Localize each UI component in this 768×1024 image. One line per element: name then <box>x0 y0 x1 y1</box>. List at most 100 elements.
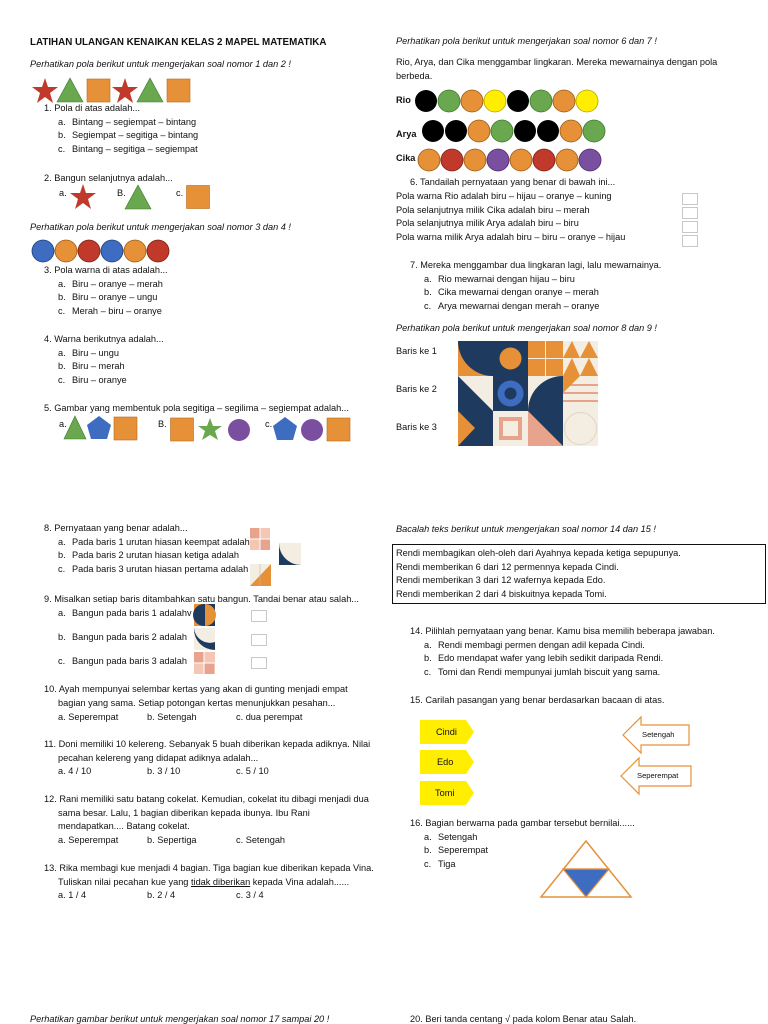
option-a[interactable]: a.Setengah <box>424 831 478 842</box>
option-a[interactable]: a.Pada baris 1 urutan hiasan keempat ada… <box>58 536 250 547</box>
option-a[interactable]: a.Biru – oranye – merah <box>58 278 163 289</box>
checkbox[interactable] <box>251 634 267 646</box>
option-a[interactable]: a.Bangun pada baris 1 adalahv <box>58 608 192 618</box>
name-arrow-tomi[interactable] <box>420 781 474 805</box>
option-b[interactable]: b.Bangun pada baris 2 adalah <box>58 632 187 642</box>
statement-3: Pola selanjutnya milik Arya adalah biru … <box>396 218 579 229</box>
option-a[interactable]: a.Rendi membagi permen dengan adil kepad… <box>424 639 645 650</box>
label-baris-3: Baris ke 3 <box>396 422 437 432</box>
page-title: LATIHAN ULANGAN KENAIKAN KELAS 2 MAPEL M… <box>30 37 327 48</box>
star-icon[interactable] <box>70 184 96 209</box>
option-c[interactable]: c. 5 / 10 <box>236 766 269 776</box>
option-b[interactable]: b.Edo mendapat wafer yang lebih sedikit … <box>424 653 664 664</box>
option-b[interactable]: b.Pada baris 2 urutan hiasan ketiga adal… <box>58 550 240 561</box>
option-c[interactable]: c. Setengah <box>236 835 286 845</box>
option-c[interactable]: c.Bintang – segitiga – segiempat <box>58 143 198 154</box>
question-14: 14. Pilihlah pernyataan yang benar. Kamu… <box>410 625 715 679</box>
fraction-arrow-setengah[interactable] <box>622 715 691 755</box>
option-b[interactable]: b. 2 / 4 <box>147 890 176 900</box>
option-a[interactable]: a. Seperempat <box>58 835 119 845</box>
option-c-label[interactable]: c. <box>176 188 184 198</box>
option-c[interactable]: c. 3 / 4 <box>236 890 264 900</box>
fraction-seperempat: Seperempat <box>637 771 679 780</box>
option-c[interactable]: c.Pada baris 3 urutan hiasan pertama ada… <box>58 563 249 574</box>
triangle-shape <box>63 415 87 440</box>
option-b[interactable]: b. 3 / 10 <box>147 766 181 776</box>
checkbox[interactable] <box>682 221 698 233</box>
option-a[interactable]: a. 1 / 4 <box>58 890 87 900</box>
option-c[interactable]: c. dua perempat <box>236 712 303 722</box>
square-shape <box>166 78 191 103</box>
checkbox[interactable] <box>682 235 698 247</box>
option-b[interactable]: b. Sepertiga <box>147 835 197 845</box>
option-b-label[interactable]: B. <box>117 188 126 198</box>
tile-icon <box>279 543 301 565</box>
question-9: 9. Misalkan setiap baris ditambahkan sat… <box>44 594 359 604</box>
question-2: 2. Bangun selanjutnya adalah... <box>44 173 173 183</box>
option-b-label[interactable]: B. <box>158 419 167 429</box>
question-6: 6. Tandailah pernyataan yang benar di ba… <box>410 177 616 187</box>
option-c[interactable]: c.Biru – oranye <box>58 374 127 385</box>
question-5: 5. Gambar yang membentuk pola segitiga –… <box>44 403 349 413</box>
name-arrow-edo[interactable] <box>420 750 474 774</box>
triangle-shape <box>136 77 164 103</box>
checkbox[interactable] <box>682 207 698 219</box>
option-b[interactable]: b.Segiempat – segitiga – bintang <box>58 130 199 141</box>
option-b[interactable]: b.Cika mewarnai dengan oranye – merah <box>424 287 599 298</box>
statement-2: Pola selanjutnya milik Cika adalah biru … <box>396 204 590 215</box>
option-a[interactable]: a.Bintang – segiempat – bintang <box>58 116 197 127</box>
checkbox[interactable] <box>251 657 267 669</box>
option-c[interactable]: c.Tiga <box>424 858 456 869</box>
question-11: 11. Doni memiliki 10 kelereng. Sebanyak … <box>44 739 371 763</box>
triangle-shape <box>56 77 84 103</box>
instruction-1-2: Perhatikan pola berikut untuk mengerjaka… <box>30 59 291 69</box>
star-shape <box>198 418 222 440</box>
triangle-icon[interactable] <box>124 184 152 210</box>
pattern-circles-2 <box>31 239 170 263</box>
tile-icon <box>193 628 215 650</box>
fraction-arrow-seperempat[interactable] <box>620 756 693 796</box>
circles-cika <box>417 148 602 172</box>
square-shape <box>170 417 194 442</box>
instruction-14-15: Bacalah teks berikut untuk mengerjakan s… <box>396 524 656 534</box>
circles-arya <box>422 119 606 143</box>
option-b-shapes[interactable] <box>170 417 252 442</box>
question-12: 12. Rani memiliki satu batang cokelat. K… <box>44 794 369 832</box>
option-c[interactable]: c.Bangun pada baris 3 adalah <box>58 656 187 666</box>
square-shape <box>113 416 138 441</box>
option-c-shapes[interactable] <box>273 417 353 442</box>
tile-icon <box>250 564 271 586</box>
option-c[interactable]: c.Merah – biru – oranye <box>58 305 162 316</box>
option-b[interactable]: b. Setengah <box>147 712 197 722</box>
option-a[interactable]: a.Biru – ungu <box>58 347 119 358</box>
pentagon-shape <box>273 417 297 440</box>
option-a-label[interactable]: a. <box>59 188 67 198</box>
option-a-label[interactable]: a. <box>59 419 67 429</box>
square-shape <box>326 417 351 442</box>
option-c[interactable]: c.Arya mewarnai dengan merah – oranye <box>424 300 600 311</box>
star-shape <box>112 78 138 103</box>
question-15: 15. Carilah pasangan yang benar berdasar… <box>410 695 665 705</box>
instruction-17-20: Perhatikan gambar berikut untuk mengerja… <box>30 1014 330 1024</box>
name-tomi: Tomi <box>435 788 455 798</box>
option-a[interactable]: a. Seperempat <box>58 712 119 722</box>
pattern-shapes-1 <box>32 77 191 103</box>
option-a[interactable]: a.Rio mewarnai dengan hijau – biru <box>424 273 575 284</box>
star-shape <box>32 78 58 103</box>
name-arrow-cindi[interactable] <box>420 720 474 744</box>
name-edo: Edo <box>437 757 454 767</box>
option-b[interactable]: b.Biru – merah <box>58 361 125 372</box>
checkbox[interactable] <box>682 193 698 205</box>
option-a-shapes[interactable] <box>63 415 140 441</box>
label-rio: Rio <box>396 95 411 105</box>
option-c[interactable]: c.Tomi dan Rendi mempunyai jumlah biscui… <box>424 666 661 677</box>
option-b[interactable]: b.Biru – oranye – ungu <box>58 292 158 303</box>
checkbox[interactable] <box>251 610 267 622</box>
circle-shape <box>301 419 323 441</box>
option-a[interactable]: a. 4 / 10 <box>58 766 92 776</box>
label-arya: Arya <box>396 129 417 139</box>
label-baris-1: Baris ke 1 <box>396 346 437 356</box>
square-icon[interactable] <box>186 185 210 209</box>
option-c-label[interactable]: c. <box>265 419 273 429</box>
option-b[interactable]: b.Seperempat <box>424 845 489 856</box>
